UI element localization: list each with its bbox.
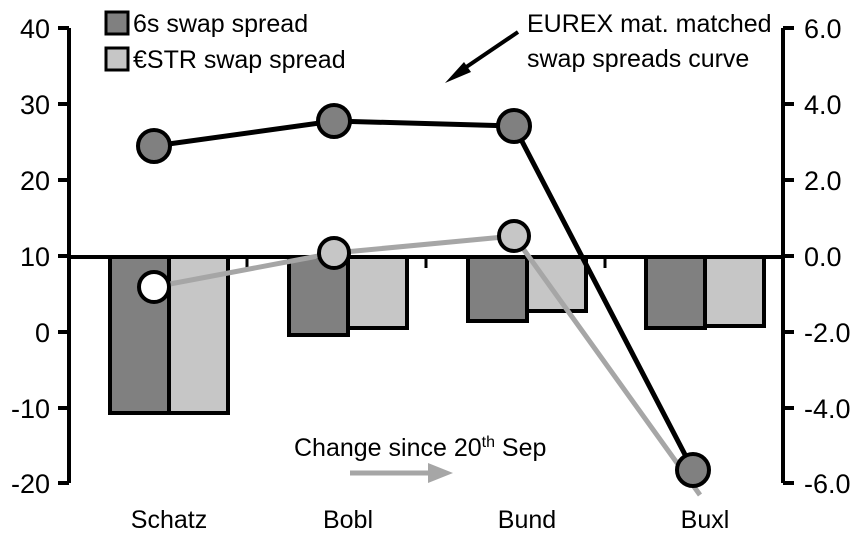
bar-group-bund <box>466 255 588 323</box>
legend: 6s swap spread €STR swap spread <box>104 10 346 74</box>
right-tick-4: 4.0 <box>804 90 842 120</box>
category-label-bobl: Bobl <box>323 506 373 534</box>
right-tick-2: 2.0 <box>804 166 842 196</box>
series-line-black <box>136 103 711 488</box>
right-tick-6: 6.0 <box>804 14 842 44</box>
change-arrowhead-icon <box>428 463 453 483</box>
right-tick-neg4: -4.0 <box>804 394 851 424</box>
marker-black-schatz <box>136 128 172 164</box>
category-label-buxl: Buxl <box>681 506 730 534</box>
marker-black-buxl <box>675 452 711 488</box>
bar-buxl-estr <box>703 255 766 328</box>
bar-bund-6s <box>466 255 529 323</box>
category-label-bund: Bund <box>498 506 556 534</box>
left-axis <box>58 26 71 485</box>
annotation-change-sup: th <box>482 434 495 451</box>
bar-bobl-estr <box>346 255 409 330</box>
annotation-change-text: Change since 20th Sep <box>294 434 546 462</box>
annotation-eurex-line2: swap spreads curve <box>527 45 749 73</box>
left-tick-0: 0 <box>35 318 50 348</box>
legend-label-6s: 6s swap spread <box>133 10 308 38</box>
annotation-change-after: Sep <box>495 434 546 462</box>
marker-grey-bund <box>497 219 531 253</box>
series-line-grey <box>137 219 703 497</box>
annotation-eurex-line1: EUREX mat. matched <box>527 10 772 38</box>
legend-swatch-estr <box>104 46 130 72</box>
annotation-change-before: Change since 20 <box>294 434 482 462</box>
legend-swatch-6s <box>104 10 130 36</box>
annotation-eurex-curve: EUREX mat. matched swap spreads curve <box>445 10 772 83</box>
category-axis-labels: Schatz Bobl Bund Buxl <box>131 506 730 534</box>
left-tick-10: 10 <box>20 242 50 272</box>
right-tick-0: 0.0 <box>804 242 842 272</box>
left-tick-40: 40 <box>20 14 50 44</box>
legend-label-estr: €STR swap spread <box>133 46 346 74</box>
left-tick-20: 20 <box>20 166 50 196</box>
legend-item-6s-swap-spread[interactable]: 6s swap spread <box>104 10 308 38</box>
bar-group-buxl <box>644 255 766 330</box>
marker-grey-schatz <box>137 270 171 304</box>
marker-grey-bobl <box>317 236 351 270</box>
right-tick-neg6: -6.0 <box>804 469 851 499</box>
marker-black-bobl <box>316 103 352 139</box>
left-tick-neg20: -20 <box>11 469 50 499</box>
right-tick-neg2: -2.0 <box>804 318 851 348</box>
annotation-change-since: Change since 20th Sep <box>294 434 546 483</box>
left-tick-30: 30 <box>20 90 50 120</box>
bar-group-bobl <box>287 255 409 337</box>
bar-buxl-6s <box>644 255 707 330</box>
category-label-schatz: Schatz <box>131 506 207 534</box>
legend-item-estr-swap-spread[interactable]: €STR swap spread <box>104 46 346 74</box>
callout-arrowhead-icon <box>445 62 471 83</box>
marker-black-bund <box>496 108 532 144</box>
left-tick-neg10: -10 <box>11 394 50 424</box>
right-axis <box>781 26 794 485</box>
